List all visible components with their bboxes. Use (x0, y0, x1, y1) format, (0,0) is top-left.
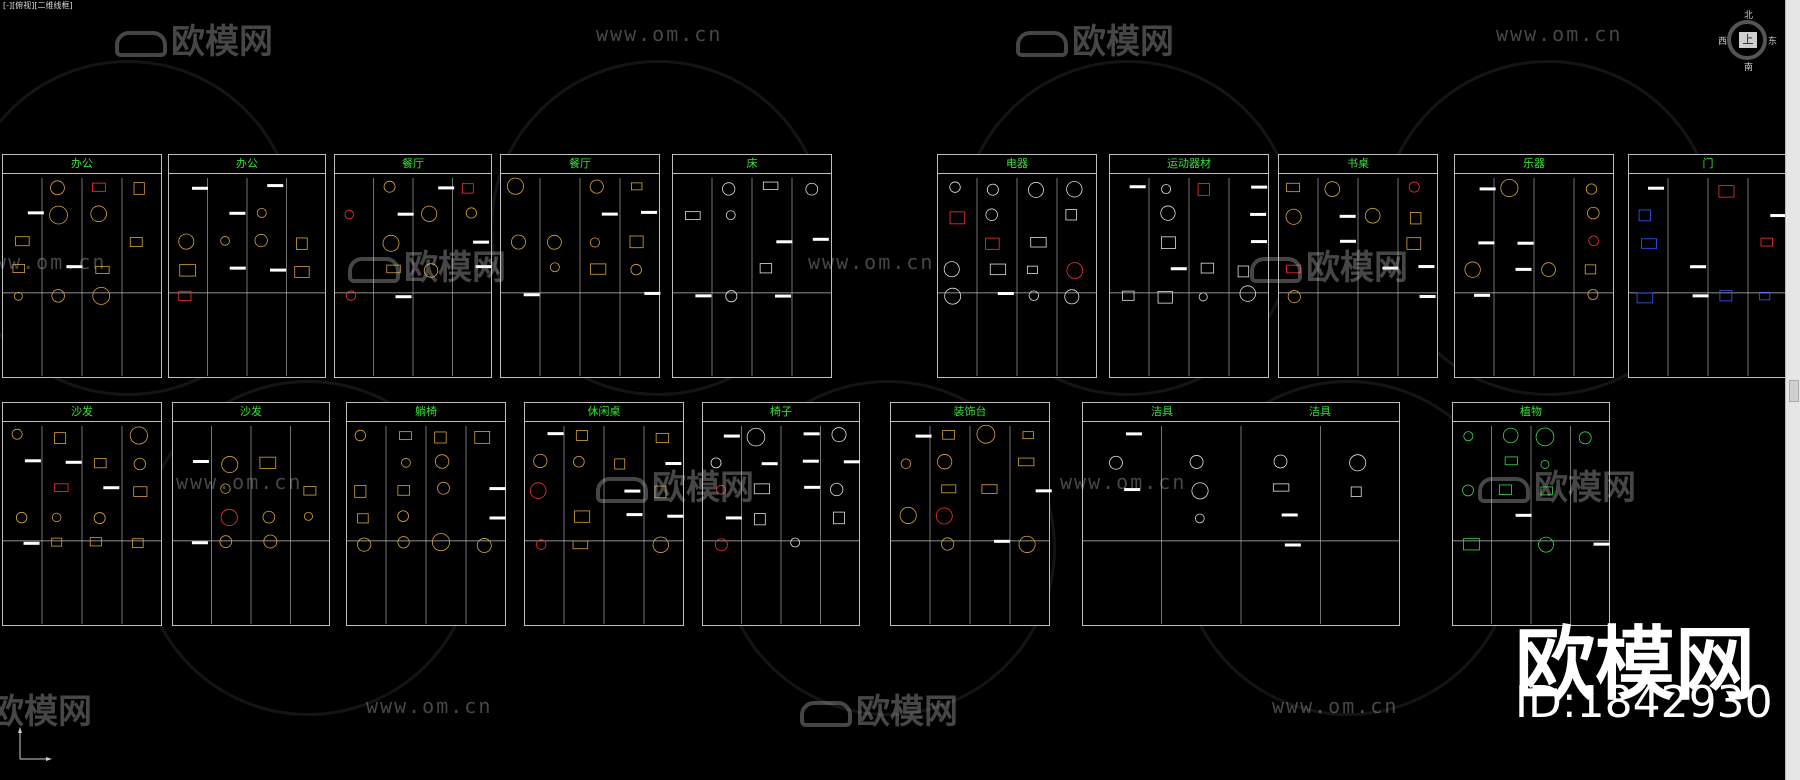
sheet-small-legend[interactable] (843, 272, 925, 376)
watermark-logo-text: 欧模网 (652, 468, 754, 508)
sheet-drawing (890, 424, 1052, 624)
watermark-url: www.om.cn (1060, 470, 1187, 494)
sofa-logo-icon (115, 30, 167, 57)
sheet-title: 运动器材 (1110, 155, 1268, 174)
sheet-title: 书桌 (1279, 155, 1437, 174)
compass-north-label[interactable]: 北 (1744, 11, 1754, 21)
sofa-logo-icon (1478, 476, 1530, 503)
model-id-label: ID:1842930 (1515, 677, 1773, 728)
watermark-url: www.om.cn (1496, 22, 1623, 46)
sheet-title: 办公 (169, 155, 325, 174)
sheet-drawing (702, 426, 860, 624)
watermark-logo-text: 欧模网 (856, 692, 958, 732)
watermark-logo: 欧模网 (596, 460, 754, 509)
sheet-title: 沙发 (3, 403, 161, 422)
sheet-title: 餐厅 (335, 155, 491, 174)
sheet-title: 沙发 (173, 403, 329, 422)
sheet-drawing (2, 426, 162, 624)
sheet-drawing (1109, 178, 1269, 376)
watermark-logo-text: 欧模网 (404, 248, 506, 288)
watermark-logo: 欧模网 (1478, 460, 1636, 509)
watermark-logo-text: 欧模网 (171, 22, 273, 62)
compass-east-label[interactable]: 东 (1768, 37, 1778, 47)
compass-west-label[interactable]: 西 (1718, 37, 1728, 47)
sheet-title: 餐厅 (501, 155, 659, 174)
viewcube-top-face[interactable]: 上 (1739, 32, 1757, 48)
sheet-drawing (2, 178, 162, 376)
sheet-drawing (168, 178, 326, 376)
watermark-logo-text: 欧模网 (1072, 22, 1174, 62)
watermark-logo-text: 欧模网 (1306, 248, 1408, 288)
watermark-logo: 欧模网 (800, 684, 958, 733)
sofa-logo-icon (1016, 30, 1068, 57)
sofa-logo-icon (596, 476, 648, 503)
watermark-logo: 欧模网 (115, 14, 273, 63)
sheet-drawing (524, 426, 684, 624)
sheet-title: 洁具 (1309, 405, 1331, 418)
ucs-axis-icon (18, 727, 52, 761)
sheet-drawing (346, 426, 506, 624)
watermark-logo-text: 欧模网 (0, 692, 92, 732)
sheet-title: 门 (1629, 155, 1787, 174)
vertical-scrollbar[interactable] (1785, 0, 1800, 780)
watermark-url: www.om.cn (1272, 694, 1399, 718)
sofa-logo-icon (348, 256, 400, 283)
compass-ring-icon[interactable] (1727, 20, 1767, 60)
watermark-url: www.om.cn (176, 470, 303, 494)
sheet-drawing (1628, 178, 1788, 376)
sheet-title-row: 洁具 洁具 (1083, 403, 1399, 422)
sheet-title: 办公 (3, 155, 161, 174)
sheet-title: 洁具 (1151, 405, 1173, 418)
sheet-title: 床 (673, 155, 831, 174)
watermark-logo-text: 欧模网 (1534, 468, 1636, 508)
sheet-drawing (1452, 426, 1610, 624)
sheet-title: 装饰台 (891, 403, 1049, 422)
watermark-logo: 欧模网 (348, 240, 506, 289)
sheet-drawing (937, 178, 1097, 376)
sheet-drawing (1082, 426, 1400, 624)
watermark-url: www.om.cn (596, 22, 723, 46)
sofa-logo-icon (800, 700, 852, 727)
watermark-url: www.om.cn (0, 250, 107, 274)
sheet-title: 乐器 (1455, 155, 1613, 174)
compass-south-label[interactable]: 南 (1744, 63, 1754, 73)
sheet-title: 躺椅 (347, 403, 505, 422)
sheet-title: 休闲桌 (525, 403, 683, 422)
sofa-logo-icon (1250, 256, 1302, 283)
scrollbar-thumb[interactable] (1789, 380, 1799, 402)
watermark-logo: 欧模网 (1016, 14, 1174, 63)
watermark-url: www.om.cn (808, 250, 935, 274)
sheet-title: 电器 (938, 155, 1096, 174)
sheet-drawing (1454, 178, 1614, 376)
watermark-logo: 欧模网 (1250, 240, 1408, 289)
sheet-drawing (334, 178, 492, 376)
watermark-url: www.om.cn (366, 694, 493, 718)
brand-logo-text: 欧模网 (1515, 618, 1755, 711)
sheet-title: 植物 (1453, 403, 1609, 422)
viewport-title[interactable]: [-][俯视][二维线框] (3, 1, 73, 10)
sheet-drawing (672, 178, 832, 376)
watermark-logo: 欧模网 (0, 684, 92, 733)
sheet-title: 椅子 (703, 403, 859, 422)
sheet-drawing (500, 177, 661, 376)
sheet-drawing (172, 426, 330, 624)
viewcube[interactable]: 上 北 南 东 西 (1718, 8, 1780, 73)
